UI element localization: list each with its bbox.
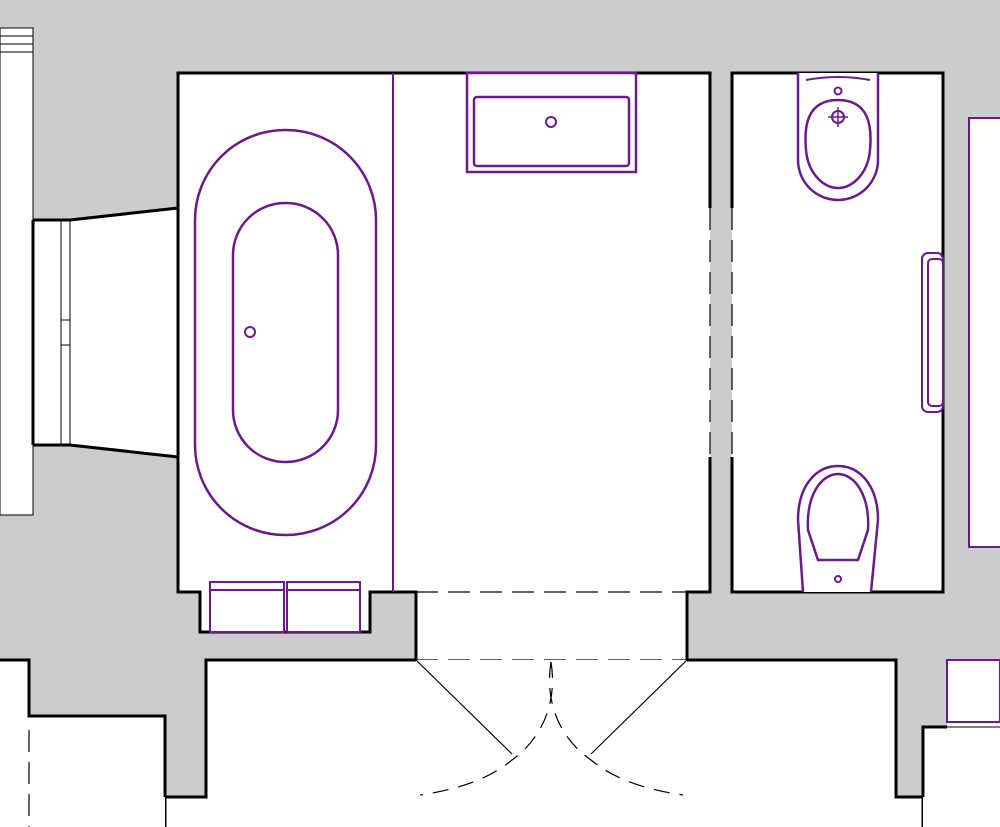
lower-rooms	[0, 658, 1000, 827]
window-bay	[31, 206, 179, 459]
double-door-swing-icon	[415, 659, 688, 796]
bidet-icon	[796, 73, 880, 202]
towel-rail-icon	[921, 252, 944, 413]
bathtub-icon	[193, 73, 394, 592]
sink-icon	[465, 71, 638, 174]
toilet-icon	[796, 464, 880, 593]
drawers-icon	[209, 581, 361, 633]
left-cabinet	[0, 27, 34, 516]
right-cabinet	[968, 117, 1000, 548]
